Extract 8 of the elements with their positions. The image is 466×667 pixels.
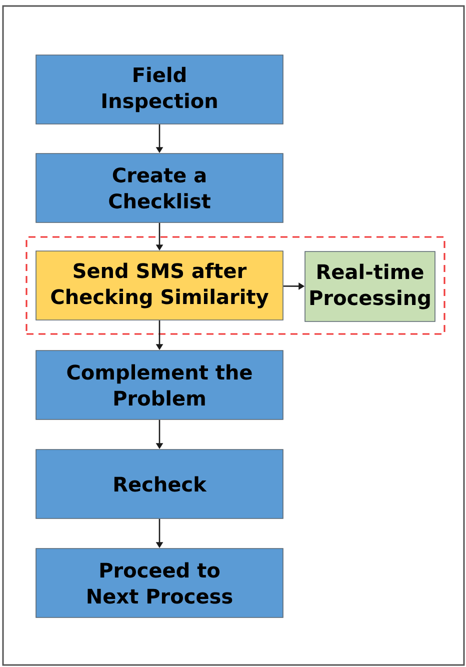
process-box: Real-time Processing xyxy=(304,251,436,322)
process-box: Proceed to Next Process xyxy=(36,548,284,618)
process-box: Recheck xyxy=(36,449,284,519)
process-box: Send SMS after Checking Similarity xyxy=(36,250,284,320)
dashed-group-frame xyxy=(26,236,446,335)
process-box: Complement the Problem xyxy=(36,350,284,420)
process-box: Field Inspection xyxy=(36,54,284,124)
process-box: Create a Checklist xyxy=(36,153,284,223)
